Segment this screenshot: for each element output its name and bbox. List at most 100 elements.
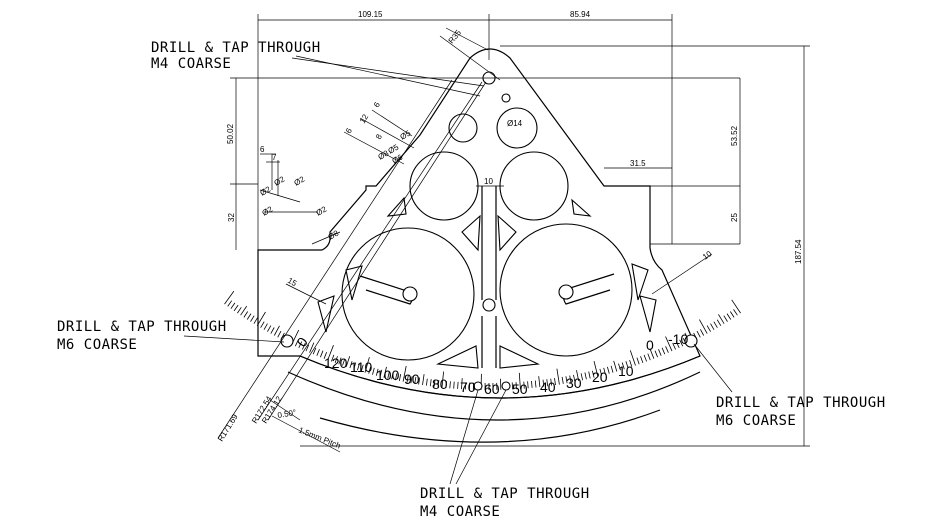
scale-tick — [461, 378, 463, 390]
scale-tick — [224, 290, 235, 305]
scale-tick — [675, 341, 680, 348]
scale-tick — [331, 354, 335, 362]
scale-tick — [320, 350, 324, 358]
scale-tick — [422, 374, 425, 386]
dim-d5: Ø5 — [399, 128, 413, 141]
scale-label: 10 — [618, 363, 634, 379]
scale-tick — [629, 359, 633, 367]
scale-tick — [640, 356, 644, 364]
scale-label: 90 — [404, 371, 420, 387]
scale-tick — [270, 327, 275, 334]
dim-15: 15 — [286, 276, 299, 289]
small-cutout-dia14 — [496, 107, 538, 149]
dim-d8: Ø8 — [327, 228, 341, 241]
scale-tick — [429, 379, 432, 387]
scale-tick — [379, 369, 383, 377]
scale-tick — [240, 305, 248, 316]
scale-tick — [334, 356, 338, 364]
scale-tick — [696, 330, 701, 338]
scale-tick — [654, 350, 658, 358]
m4-hole-bottom-right — [501, 381, 511, 391]
scale-tick — [716, 319, 722, 326]
scale-tick — [723, 315, 728, 322]
scale-label: 110 — [350, 359, 373, 375]
scale-tick — [433, 379, 436, 387]
scale-tick — [592, 370, 595, 378]
dim-dia14: Ø14 — [507, 119, 523, 128]
center-hole — [482, 298, 496, 312]
scale-tick — [402, 365, 407, 382]
scale-tick — [527, 381, 529, 389]
scale-tick — [263, 323, 268, 330]
scale-label: 20 — [592, 369, 608, 385]
dim-angle: 0.50° — [277, 408, 297, 420]
scale-tick — [580, 373, 583, 381]
note-m6-left-line2: M6 COARSE — [57, 337, 137, 353]
scale-tick — [729, 311, 735, 318]
scale-tick — [550, 378, 552, 386]
scale-tick — [375, 368, 379, 376]
scale-tick — [364, 357, 370, 373]
scale-tick — [230, 302, 236, 309]
scale-tick — [679, 339, 684, 347]
scale-tick — [273, 325, 280, 336]
dim-top-left: 109.15 — [358, 10, 383, 19]
scale-tick — [395, 373, 398, 381]
tri-cutout-7 — [345, 265, 363, 301]
slot-left-end — [402, 286, 418, 302]
scale-label: 60 — [484, 381, 500, 397]
scale-tick — [449, 381, 451, 389]
scale-tick — [625, 361, 629, 369]
dim-n6: 6 — [344, 126, 354, 135]
dim-315: 31.5 — [630, 159, 646, 168]
scale-arc-base — [319, 409, 661, 443]
scale-label: 40 — [540, 379, 556, 395]
scale-tick — [267, 325, 272, 332]
scale-tick — [414, 376, 417, 384]
scale-arc-outer — [287, 371, 701, 421]
scale-tick — [391, 372, 394, 380]
tri-cutout-8 — [631, 263, 649, 301]
scale-tick — [316, 349, 320, 356]
scale-label: 70 — [460, 379, 476, 395]
scale-tick — [576, 370, 580, 382]
scale-tick — [327, 345, 334, 361]
scale-tick — [305, 344, 310, 352]
scale-tick — [710, 323, 715, 330]
scale-tick — [357, 363, 360, 371]
dim-d2-b: Ø2 — [273, 174, 287, 187]
scale-tick — [253, 317, 258, 324]
scale-tick — [618, 363, 621, 371]
dim-32: 32 — [227, 213, 236, 222]
scale-tick — [573, 374, 576, 382]
scale-tick — [243, 311, 249, 318]
scale-tick — [353, 362, 357, 370]
scale-tick — [437, 380, 440, 388]
scale-tick — [294, 339, 299, 347]
scale-tick — [665, 336, 673, 352]
scale-tick — [457, 381, 459, 389]
dim-right-height: 53.52 — [730, 125, 739, 146]
scale-tick — [349, 361, 353, 369]
dim-pitch: 1.5mm Pitch — [297, 426, 342, 451]
scale-tick — [565, 376, 568, 384]
scale-tick — [588, 371, 591, 379]
scale-tick — [342, 358, 346, 366]
dim-r35: R35 — [447, 28, 464, 45]
note-m6-right-line2: M6 COARSE — [716, 413, 796, 429]
scale-label: 120 — [324, 355, 348, 371]
scale-tick — [518, 372, 521, 389]
scale-tick — [312, 347, 317, 355]
scale-tick — [700, 329, 705, 336]
scale-label: 80 — [432, 376, 448, 392]
dim-n8: 8 — [374, 132, 384, 141]
scale-tick — [561, 376, 564, 384]
note-m6-right-line1: DRILL & TAP THROUGH — [716, 395, 886, 411]
scale-tick — [302, 342, 306, 350]
tri-cutout-9 — [317, 295, 335, 333]
scale-tick — [237, 307, 242, 314]
scale-tick — [647, 353, 651, 361]
dimension-lines — [217, 14, 810, 453]
scale-tick — [593, 361, 599, 377]
scale-tick — [256, 311, 266, 326]
